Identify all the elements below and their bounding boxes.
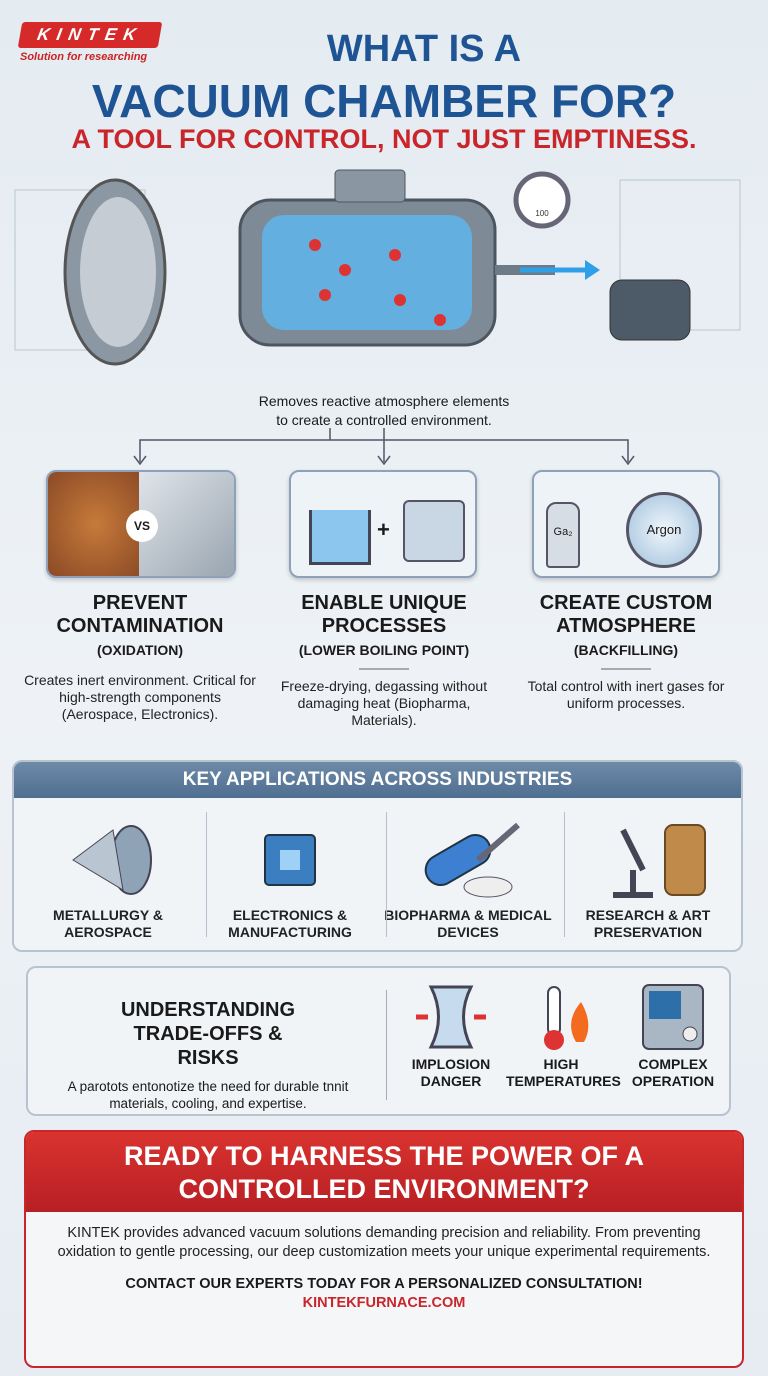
benefit-description: Total control with inert gases for unifo… <box>527 678 725 711</box>
benefit-title: ENABLE UNIQUE PROCESSES <box>301 592 467 637</box>
boiling-image: + <box>289 470 477 578</box>
caption-line-1: Removes reactive atmosphere elements <box>258 393 510 409</box>
kintek-logo: KINTEK Solution for researching <box>17 22 170 63</box>
benefit-title: CREATE CUSTOM ATMOSPHERE <box>539 592 713 637</box>
oxidation-image: VS <box>46 470 236 578</box>
benefit-processes: ENABLE UNIQUE PROCESSES (LOWER BOILING P… <box>264 592 504 729</box>
application-label: ELECTRONICS & MANUFACTURING <box>228 907 352 940</box>
risk-label: IMPLOSION DANGER <box>411 1056 491 1089</box>
thermometer-flame-icon <box>544 986 589 1050</box>
branch-arrows <box>133 428 635 466</box>
cta-action: CONTACT OUR EXPERTS TODAY FOR A PERSONAL… <box>125 1276 643 1292</box>
benefit-subtitle: (BACKFILLING) <box>573 642 679 658</box>
gas-cylinder: Ga₂ <box>546 502 580 568</box>
application-electronics: ELECTRONICS & MANUFACTURING <box>202 812 378 941</box>
website-link[interactable]: KINTEKFURNACE.COM <box>302 1295 466 1311</box>
vacuum-pump <box>609 279 691 341</box>
benefit-contamination: PREVENT CONTAMINATION (OXIDATION) Create… <box>20 592 260 723</box>
risks-description: A parotots entonotize the need for durab… <box>67 1079 349 1111</box>
cta-panel: READY TO HARNESS THE POWER OF A CONTROLL… <box>24 1130 744 1368</box>
application-label: BIOPHARMA & MEDICAL DEVICES <box>384 907 552 940</box>
application-metallurgy: METALLURGY & AEROSPACE <box>20 812 196 941</box>
chip-icon <box>264 833 316 886</box>
pill-syringe-icon <box>424 822 520 897</box>
backfill-image: Ga₂ Argon <box>532 470 720 578</box>
jet-engine-icon <box>72 824 152 895</box>
flow-arrow-icon <box>585 260 600 280</box>
subtitle: A TOOL FOR CONTROL, NOT JUST EMPTINESS. <box>71 124 697 154</box>
title-line-1: WHAT IS A <box>326 28 522 70</box>
control-panel-icon <box>642 984 704 1050</box>
applications-panel: KEY APPLICATIONS ACROSS INDUSTRIES METAL… <box>12 760 743 952</box>
pressure-gauge <box>513 171 571 229</box>
risk-complexity: COMPLEX OPERATION <box>618 982 728 1090</box>
implosion-icon <box>416 985 486 1049</box>
benefit-description: Creates inert environment. Critical for … <box>24 672 256 722</box>
risk-temperature: HIGH TEMPERATURES <box>506 982 621 1090</box>
argon-vessel: Argon <box>626 492 702 568</box>
benefit-subtitle: (OXIDATION) <box>96 642 184 658</box>
cta-body: KINTEK provides advanced vacuum solution… <box>57 1225 711 1260</box>
vacuum-chamber-illustration: 100 <box>14 169 741 366</box>
benefit-subtitle: (LOWER BOILING POINT) <box>298 642 470 658</box>
risk-label: COMPLEX OPERATION <box>631 1056 715 1089</box>
risks-panel: UNDERSTANDING TRADE-OFFS & RISKS A parot… <box>26 966 731 1116</box>
cta-heading: READY TO HARNESS THE POWER OF A CONTROLL… <box>26 1132 742 1212</box>
microscope-artifact-icon <box>613 823 706 898</box>
caption-line-2: to create a controlled environment. <box>276 412 492 428</box>
application-research: RESEARCH & ART PRESERVATION <box>560 812 736 941</box>
plus-sign: + <box>377 517 390 542</box>
applications-heading: KEY APPLICATIONS ACROSS INDUSTRIES <box>14 762 741 798</box>
gauge-label: 100 <box>535 209 549 218</box>
risks-heading: UNDERSTANDING TRADE-OFFS & RISKS <box>120 999 296 1069</box>
benefit-description: Freeze-drying, degassing without damagin… <box>280 678 488 728</box>
benefit-title: PREVENT CONTAMINATION <box>56 592 224 637</box>
application-label: RESEARCH & ART PRESERVATION <box>585 907 711 940</box>
vs-badge: VS <box>126 510 158 542</box>
application-biopharma: BIOPHARMA & MEDICAL DEVICES <box>380 812 556 941</box>
logo-tagline: Solution for researching <box>20 51 148 63</box>
risk-implosion: IMPLOSION DANGER <box>396 982 506 1090</box>
benefit-atmosphere: CREATE CUSTOM ATMOSPHERE (BACKFILLING) T… <box>506 592 746 712</box>
risk-label: HIGH TEMPERATURES <box>506 1056 621 1089</box>
hero-caption: Removes reactive atmosphere elements to … <box>0 392 768 430</box>
application-label: METALLURGY & AEROSPACE <box>53 907 163 940</box>
title-line-2: VACUUM CHAMBER FOR? <box>91 75 677 127</box>
